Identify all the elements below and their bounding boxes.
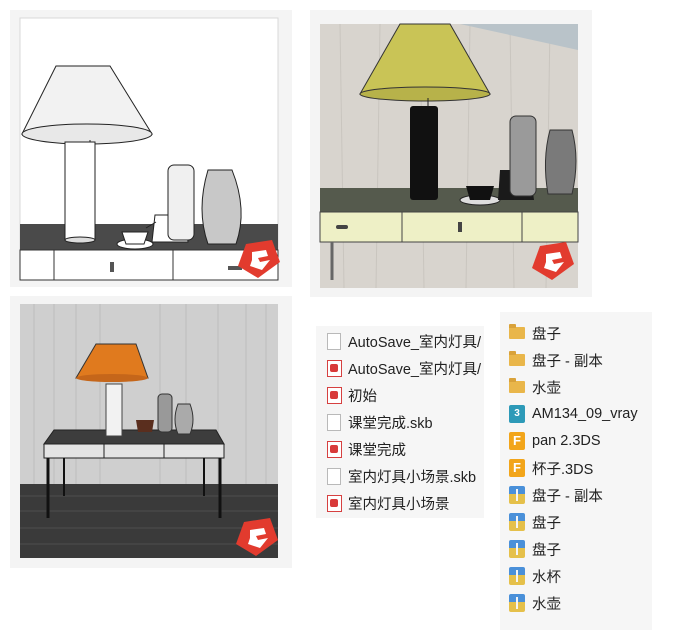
- file-item[interactable]: 杯子.3DS: [500, 455, 652, 481]
- folder-icon: [508, 350, 526, 370]
- archive-icon: [508, 485, 526, 505]
- file-name: 盘子 - 副本: [532, 488, 603, 505]
- file-name: AutoSave_室内灯具/: [348, 334, 481, 351]
- file-name: 室内灯具小场景.skb: [348, 469, 477, 486]
- file-name: 水壶: [532, 380, 561, 397]
- file-name: 盘子: [532, 326, 561, 343]
- sketchup-file-icon: [324, 439, 342, 459]
- file-item[interactable]: 室内灯具小场景: [316, 490, 484, 516]
- sketchup-file-icon: [324, 493, 342, 513]
- sketchup-logo-icon: [238, 240, 280, 278]
- file-item[interactable]: pan 2.3DS: [500, 428, 652, 454]
- render-thumbnail-room[interactable]: [10, 296, 292, 568]
- archive-icon: [508, 539, 526, 559]
- file-name: 水壶: [532, 596, 561, 613]
- render-thumbnail-white[interactable]: [10, 10, 292, 287]
- file-item[interactable]: 盘子 - 副本: [500, 482, 652, 508]
- file-item[interactable]: 盘子: [500, 536, 652, 562]
- sketchup-file-icon: [324, 385, 342, 405]
- document-icon: [324, 466, 342, 486]
- sketchup-logo-icon: [532, 242, 574, 280]
- file-item[interactable]: 课堂完成.skb: [316, 409, 484, 435]
- room-render-image: [20, 304, 278, 558]
- file-name: AM134_09_vray: [532, 406, 638, 422]
- file-item[interactable]: 水壶: [500, 590, 652, 616]
- file-name: 课堂完成.skb: [348, 415, 433, 432]
- document-icon: [324, 412, 342, 432]
- file-item[interactable]: 3 AM134_09_vray: [500, 401, 652, 427]
- folder-icon: [508, 377, 526, 397]
- file-name: pan 2.3DS: [532, 433, 601, 449]
- sketchup-file-icon: [324, 358, 342, 378]
- archive-icon: [508, 512, 526, 532]
- file-item[interactable]: 室内灯具小场景.skb: [316, 463, 484, 489]
- color-render-image: [319, 23, 579, 289]
- archive-icon: [508, 593, 526, 613]
- folder-icon: [508, 323, 526, 343]
- file-item[interactable]: 课堂完成: [316, 436, 484, 462]
- file-item[interactable]: 初始: [316, 382, 484, 408]
- file-list-sketchup: AutoSave_室内灯具/ AutoSave_室内灯具/ 初始 课堂完成.sk…: [316, 326, 484, 518]
- white-render-image: [19, 17, 279, 281]
- render-thumbnail-color[interactable]: [310, 10, 592, 297]
- file-name: 杯子.3DS: [532, 461, 594, 478]
- 3ds-max-icon: 3: [508, 404, 526, 424]
- file-item[interactable]: 水杯: [500, 563, 652, 589]
- folder-item[interactable]: 水壶: [500, 374, 652, 400]
- document-icon: [324, 331, 342, 351]
- file-item[interactable]: AutoSave_室内灯具/: [316, 328, 484, 354]
- file-item[interactable]: 盘子: [500, 509, 652, 535]
- file-name: 盘子 - 副本: [532, 353, 603, 370]
- folder-item[interactable]: 盘子 - 副本: [500, 347, 652, 373]
- 3ds-file-icon: [508, 431, 526, 451]
- 3ds-file-icon: [508, 458, 526, 478]
- file-name: 盘子: [532, 542, 561, 559]
- file-name: 室内灯具小场景: [348, 496, 450, 513]
- file-name: 水杯: [532, 569, 561, 586]
- archive-icon: [508, 566, 526, 586]
- file-name: 盘子: [532, 515, 561, 532]
- file-item[interactable]: AutoSave_室内灯具/: [316, 355, 484, 381]
- file-name: 课堂完成: [348, 442, 406, 459]
- file-name: 初始: [348, 388, 377, 405]
- file-name: AutoSave_室内灯具/: [348, 361, 481, 378]
- folder-item[interactable]: 盘子: [500, 320, 652, 346]
- file-list-models: 盘子 盘子 - 副本 水壶 3 AM134_09_vray pan 2.3DS …: [500, 312, 652, 630]
- sketchup-logo-icon: [236, 518, 278, 556]
